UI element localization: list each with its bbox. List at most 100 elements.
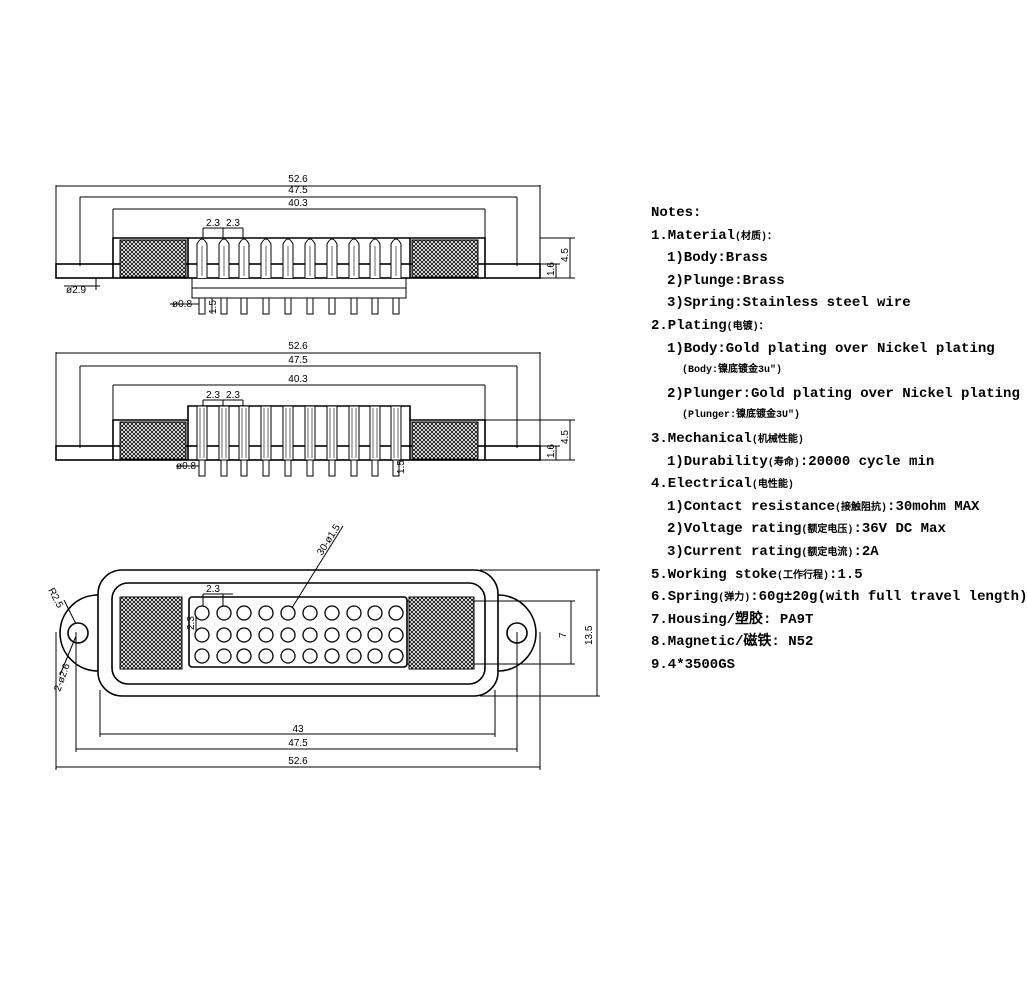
dim-pin-protrusion: 1.5 [208,300,219,314]
dim-overall-width-top: 52.6 [288,756,308,767]
pin-tail [284,297,292,315]
note-plating-body-sub: (Body:镍底镀金3u") [682,365,783,377]
pin-tail [240,459,248,477]
pin-barrel [369,405,381,461]
pin-contact-circle [258,627,274,643]
front-pin [390,238,402,315]
note-plating-plunger: 2)Plunger:Gold plating over Nickel plati… [667,385,1020,402]
pin-tail [198,297,206,315]
pin-contact-circle [194,627,210,643]
note-material-plunge: 2)Plunge:Brass [667,272,785,289]
pin-barrel [238,405,250,461]
note-material-body: 1)Body:Brass [667,250,768,267]
front-view: 52.6 47.5 40.3 2.3 2.3 ø2.9 ø0.8 1.5 4.5… [55,174,575,315]
note-extra: 9.4*3500GS [651,656,736,673]
front-pin [304,238,316,315]
note-plating-body: 1)Body:Gold plating over Nickel plating [667,340,995,357]
pin-tail [328,459,336,477]
dim-pitch-a: 2.3 [206,218,220,229]
magnet-left-top [119,596,183,670]
dim-hole-span-top: 47.5 [288,738,308,749]
pin-tail [220,459,228,477]
pin-contact-circle [346,627,362,643]
pin-contact-circle [216,648,232,664]
magnet-right-compressed [411,421,479,460]
pin-contact-circle [302,648,318,664]
top-view: 43 47.5 52.6 2.3 2.3 7 13.5 30-ø1.5 R2.5… [45,522,600,770]
pin-contact-circle [280,605,296,621]
compressed-dimension-lines [55,352,575,476]
note-electrical: 4.Electrical(电性能) [651,476,794,493]
pin-contact-circle [367,605,383,621]
front-pin [238,238,250,315]
front-pin [369,238,381,315]
dim-hole-dia: ø2.9 [66,285,86,296]
dim-pin-span-compressed: 40.3 [288,374,308,385]
note-contact-resistance: 1)Contact resistance(接触阻抗):30mohm MAX [667,498,980,515]
dim-overall-height: 13.5 [584,625,595,645]
note-plating: 2.Plating(电镀)： [651,317,769,334]
pin-contact-circle [324,627,340,643]
pin-contact-circle [280,627,296,643]
magnet-right [411,239,479,278]
pin-contact-circle [388,605,404,621]
magnet-left-compressed [119,421,187,460]
dim-height: 4.5 [560,248,571,262]
dim-pin-span: 40.3 [288,198,308,209]
front-pin [196,238,208,315]
front-pin [260,238,272,315]
compressed-pin [390,405,402,477]
note-plating-plunger-sub: (Plunger:镍底镀金3U") [682,410,801,422]
note-housing: 7.Housing/塑胶: PA9T [651,611,814,628]
note-spring: 6.Spring(弹力):60g±20g(with full travel le… [651,589,1027,606]
pin-barrel [326,405,338,461]
pin-contact-circle [367,627,383,643]
magnet-right-top [408,596,475,670]
pin-contact-circle [236,605,252,621]
compressed-pin [326,405,338,477]
dim-overall-width-compressed: 52.6 [288,341,308,352]
compressed-pin [238,405,250,477]
compressed-pin [260,405,272,477]
pin-contact-circle [324,648,340,664]
dim-pin-protrusion-compressed: 1.5 [396,460,407,474]
pin-contact-circle [236,648,252,664]
dim-pin-dia: ø0.8 [172,299,192,310]
pin-contact-circle [388,648,404,664]
dim-pitch-b: 2.3 [226,218,240,229]
dim-pitch-h-top: 2.3 [206,584,220,595]
dim-body-width-compressed: 47.5 [288,355,308,366]
pin-contact-circle [216,605,232,621]
dim-flange-compressed: 1.6 [546,444,557,458]
pin-tail [392,459,400,477]
pin-contact-circle [280,648,296,664]
compressed-body-outline [55,405,541,461]
pin-contact-circle [346,648,362,664]
pin-tail [371,459,379,477]
magnet-left [119,239,187,278]
pin-tail [306,459,314,477]
pin-tail [262,297,270,315]
dim-pitch-b-compressed: 2.3 [226,390,240,401]
note-current-rating: 3)Current rating(额定电流):2A [667,543,879,560]
compressed-pin [282,405,294,477]
front-pin [282,238,294,315]
pin-barrel [260,405,272,461]
pin-contact-circle [216,627,232,643]
note-mechanical: 3.Mechanical(机械性能) [651,430,804,447]
note-voltage-rating: 2)Voltage rating(额定电压):36V DC Max [667,521,946,538]
pin-tail [350,459,358,477]
dim-pitch-v-top: 2.3 [186,616,197,630]
front-pin [218,238,230,315]
pin-barrel [196,405,208,461]
pin-tail [306,297,314,315]
notes-panel: Notes: 1.Material(材质)： 1)Body:Brass 2)Pl… [651,202,1027,676]
pin-contact-circle [388,627,404,643]
pin-barrel [304,405,316,461]
dim-body-width: 47.5 [288,185,308,196]
pin-contact-circle [258,648,274,664]
compressed-view: 52.6 47.5 40.3 2.3 2.3 ø0.8 1.5 4.5 1.6 [55,341,575,477]
dim-overall-width: 52.6 [288,174,308,185]
notes-title: Notes: [651,205,702,221]
pin-tail [371,297,379,315]
